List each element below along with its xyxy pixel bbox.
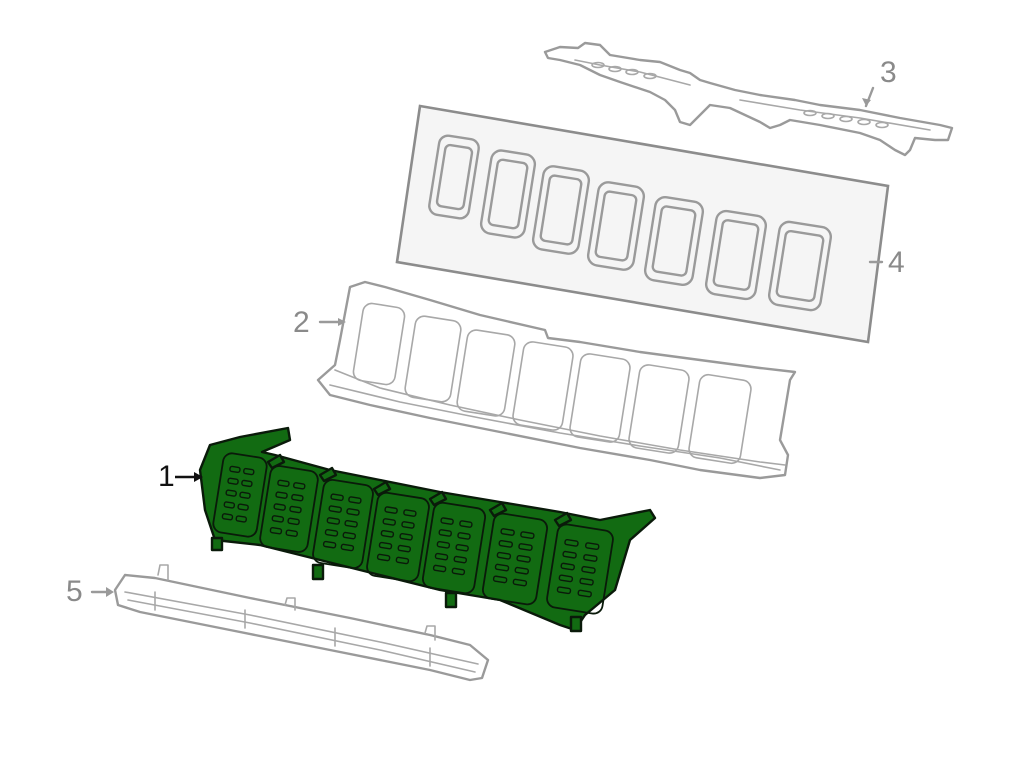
callout-label-2: 2 bbox=[293, 306, 310, 339]
part-3-support-bracket bbox=[543, 41, 954, 157]
callout-label-4: 4 bbox=[888, 246, 905, 279]
part-5-lower-molding bbox=[90, 564, 490, 682]
callout-label-3: 3 bbox=[880, 56, 897, 89]
part-4-ring-inserts bbox=[395, 104, 890, 344]
callout-label-1: 1 bbox=[158, 460, 175, 493]
part-2-grille-frame bbox=[316, 280, 797, 480]
part-1-grille-highlighted bbox=[175, 426, 657, 633]
callout-label-5: 5 bbox=[66, 575, 83, 608]
